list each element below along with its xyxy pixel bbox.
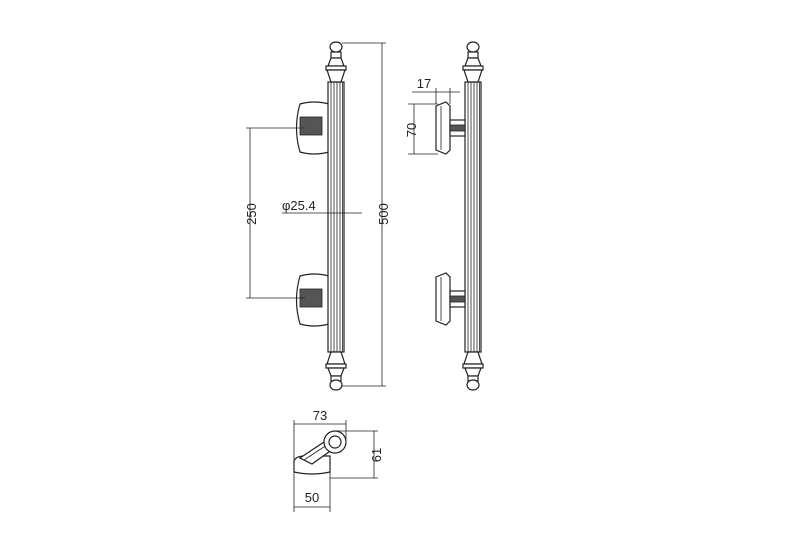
plan-view: [293, 430, 347, 475]
side-view: [435, 41, 484, 391]
overall-length-label: 500: [376, 203, 391, 225]
front-upper-mount: [295, 101, 330, 155]
base-height-label: 70: [404, 123, 419, 137]
front-view: [295, 41, 347, 391]
side-lower-mount: [435, 272, 466, 326]
side-top-finial: [462, 41, 484, 83]
bar-height-label: 61: [369, 448, 384, 462]
dimension-overall-length: 500: [342, 42, 391, 387]
front-bottom-finial: [325, 351, 347, 391]
dimension-projection: 73: [293, 408, 347, 460]
side-upper-mount: [435, 101, 466, 155]
front-lower-mount: [295, 273, 330, 327]
dimension-base-depth: 50: [293, 472, 331, 512]
bar-diameter-label: φ25.4: [282, 198, 316, 213]
dimension-mount-spacing: 250: [244, 127, 305, 299]
dimension-base-height: 70: [404, 103, 438, 155]
dimension-bar-diameter: φ25.4: [282, 198, 362, 217]
dimension-bar-height: 61: [330, 430, 384, 479]
front-top-finial: [325, 41, 347, 83]
side-offset-label: 17: [417, 76, 431, 91]
dimension-side-offset: 17: [412, 76, 460, 104]
front-fluted-bar: [327, 81, 345, 353]
base-depth-label: 50: [305, 490, 319, 505]
side-fluted-bar: [464, 81, 482, 353]
projection-label: 73: [313, 408, 327, 423]
side-bottom-finial: [462, 351, 484, 391]
mount-spacing-label: 250: [244, 203, 259, 225]
